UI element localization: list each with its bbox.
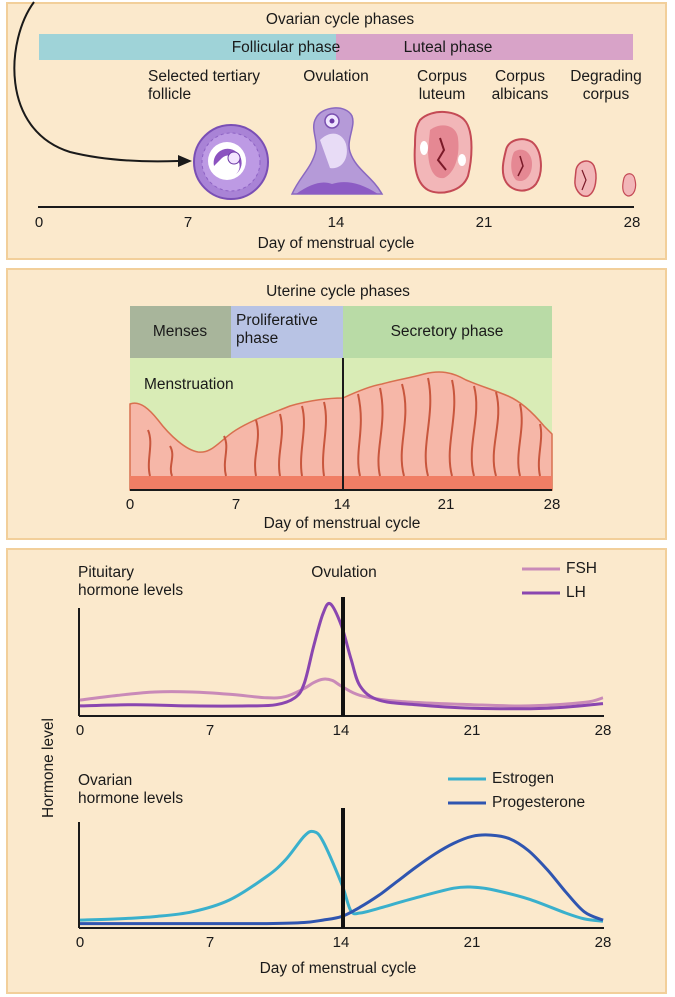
fsh-line: [79, 677, 604, 708]
menstruation-label: Menstruation: [144, 376, 234, 393]
pituitary-tick-0: 0: [75, 722, 85, 739]
ovarian-axis-label: Day of menstrual cycle: [257, 235, 415, 252]
uterine-tick-28: 28: [543, 496, 561, 513]
uterine-cycle-diagram: [129, 306, 553, 491]
ovarian-tick-0: 0: [34, 214, 44, 231]
pituitary-title: Pituitary hormone levels: [78, 564, 184, 599]
pituitary-tick-21: 21: [463, 722, 481, 739]
hormone-levels-panel: [6, 548, 667, 994]
ovarian-tick-21: 21: [475, 214, 493, 231]
secretory-phase-box: [343, 306, 552, 358]
ovarian-tick-14: 14: [327, 214, 345, 231]
structure-label-corpus-luteum: Corpus luteum: [417, 68, 467, 103]
ovulation-icon: [290, 107, 384, 195]
luteal-phase-bar: [336, 34, 633, 60]
uterine-cycle-title: Uterine cycle phases: [266, 283, 410, 300]
menses-phase-box: [130, 306, 231, 358]
ovarian-hormone-tick-28: 28: [594, 934, 612, 951]
ovarian-hormone-tick-14: 14: [332, 934, 350, 951]
estrogen-line: [79, 829, 604, 923]
structure-label-corpus-albicans: Corpus albicans: [491, 68, 549, 103]
ovulation-label: Ovulation: [311, 564, 377, 581]
ovarian-hormone-tick-0: 0: [75, 934, 85, 951]
pituitary-tick-28: 28: [594, 722, 612, 739]
proliferative-phase-box: [231, 306, 343, 358]
degrading-corpus-icon: [574, 160, 637, 197]
ovarian-cycle-diagram: [13, 1, 637, 208]
legend-lh-label: LH: [566, 584, 586, 601]
uterine-glands: [147, 377, 543, 477]
structure-label-degrading-corpus: Degrading corpus: [570, 68, 642, 103]
secretory-phase-label: Secretory phase: [390, 323, 504, 340]
pituitary-tick-7: 7: [205, 722, 215, 739]
legend-fsh-label: FSH: [566, 560, 597, 577]
basal-layer: [130, 476, 552, 490]
follicular-phase-bar: [39, 34, 336, 60]
ovarian-cycle-title: Ovarian cycle phases: [265, 11, 415, 28]
uterine-axis-label: Day of menstrual cycle: [263, 515, 421, 532]
ovarian-hormone-tick-7: 7: [205, 934, 215, 951]
legend-progesterone-label: Progesterone: [492, 794, 586, 811]
menses-phase-label: Menses: [152, 323, 208, 340]
progesterone-line: [80, 833, 604, 926]
ovarian-tick-28: 28: [623, 214, 641, 231]
lh-line: [79, 601, 604, 711]
uterine-tick-21: 21: [437, 496, 455, 513]
legend-estrogen-label: Estrogen: [492, 770, 555, 787]
ovarian-hormone-title: Ovarian hormone levels: [78, 772, 184, 807]
uterine-tick-7: 7: [231, 496, 241, 513]
hormone-axis-label: Day of menstrual cycle: [259, 960, 417, 977]
corpus-luteum-icon: [413, 111, 473, 194]
structure-label-ovulation: Ovulation: [303, 68, 369, 85]
structure-label-follicle: Selected tertiary follicle: [148, 68, 260, 103]
uterine-tick-14: 14: [333, 496, 351, 513]
luteal-phase-label: Luteal phase: [403, 39, 493, 56]
follicular-phase-label: Follicular phase: [231, 39, 341, 56]
tertiary-follicle-icon: [193, 124, 269, 200]
proliferative-phase-label: Proliferative phase: [236, 312, 318, 347]
ovarian-hormone-tick-21: 21: [463, 934, 481, 951]
corpus-albicans-icon: [501, 138, 542, 192]
incoming-arrow: [13, 1, 179, 163]
arrow-head-icon: [178, 155, 192, 167]
ovarian-tick-7: 7: [183, 214, 193, 231]
pituitary-tick-14: 14: [332, 722, 350, 739]
uterine-tick-0: 0: [125, 496, 135, 513]
endometrium-lining: [129, 371, 553, 491]
